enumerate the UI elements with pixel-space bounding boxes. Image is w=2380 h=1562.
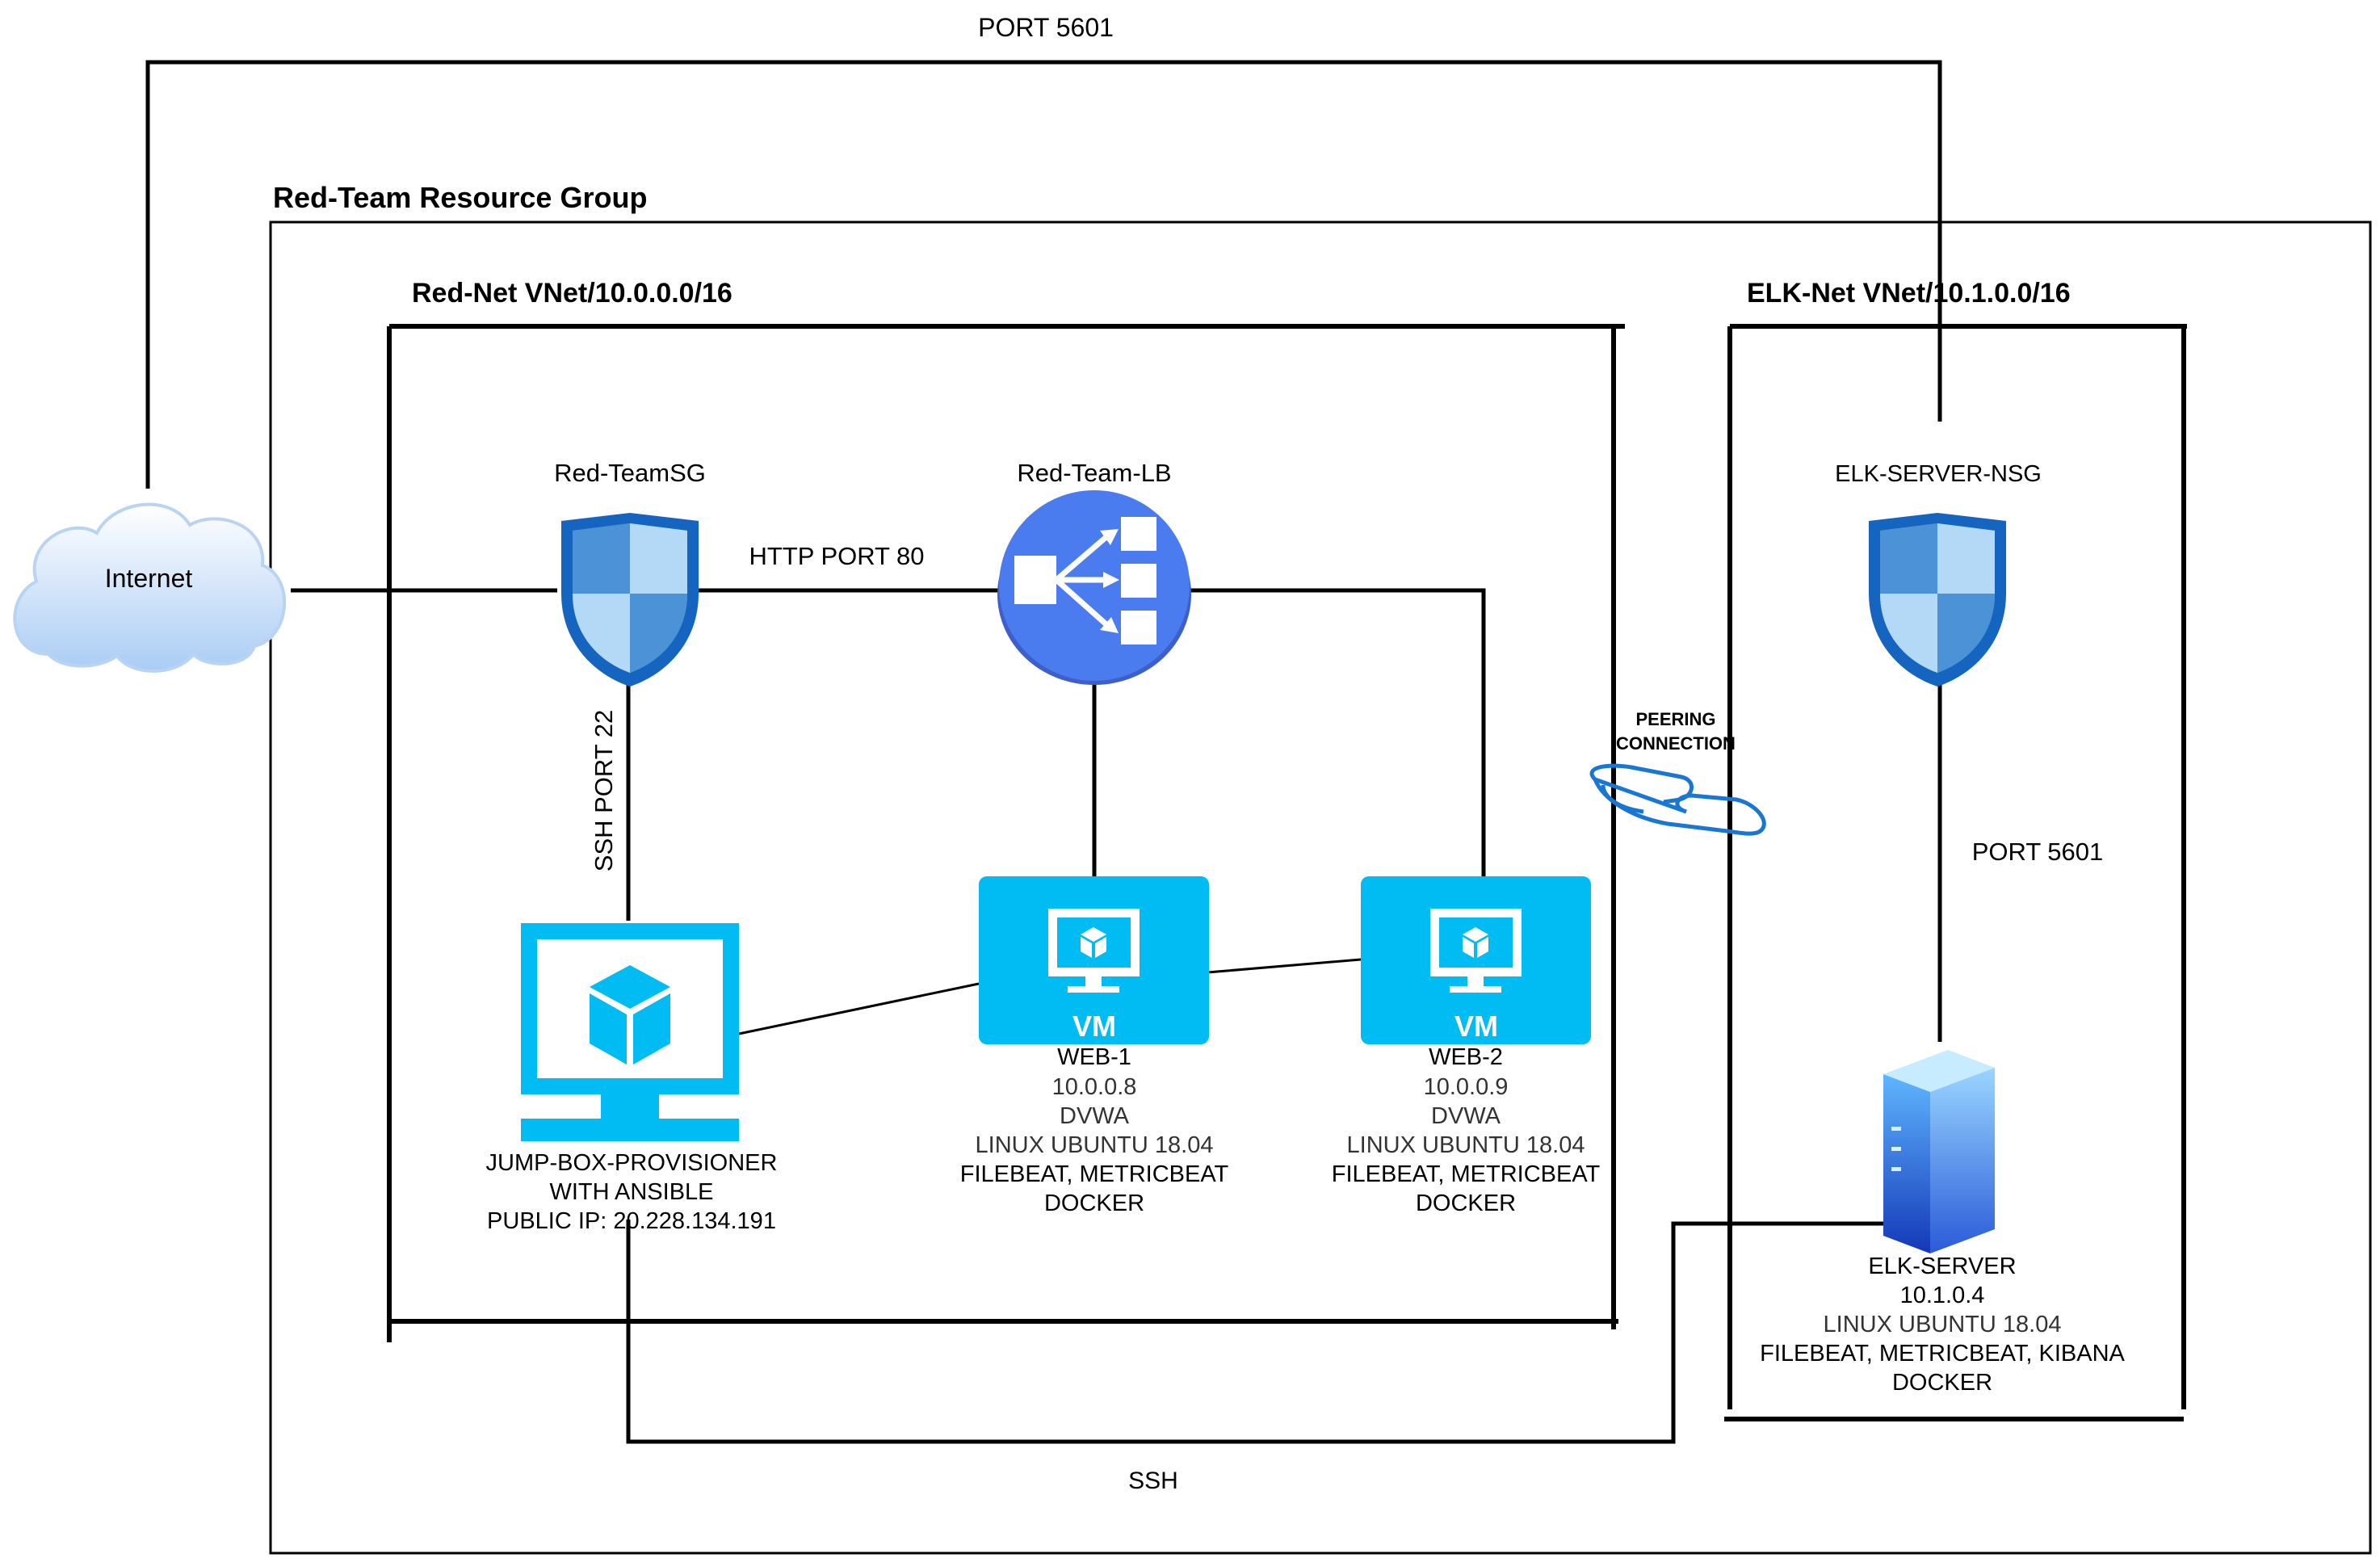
- red-team-sg-label: Red-TeamSG: [554, 459, 706, 487]
- elk-port-5601-label: PORT 5601: [1972, 838, 2104, 866]
- web2-os: LINUX UBUNTU 18.04: [1347, 1132, 1585, 1158]
- elk-os: LINUX UBUNTU 18.04: [1824, 1312, 2062, 1337]
- vm-tile-web2: VM: [1361, 876, 1591, 1044]
- monitor-vm-icon: [1048, 909, 1140, 993]
- shield-icon: [1869, 513, 2006, 687]
- web2-docker: DOCKER: [1416, 1190, 1516, 1216]
- top-port-5601-label: PORT 5601: [978, 13, 1114, 42]
- elk-net-vnet-box: [1724, 324, 2187, 1421]
- jumpbox-line3: PUBLIC IP: 20.228.134.191: [487, 1208, 776, 1234]
- web2-beats: FILEBEAT, METRICBEAT: [1332, 1161, 1601, 1187]
- web1-app: DVWA: [1060, 1103, 1130, 1129]
- web1-beats: FILEBEAT, METRICBEAT: [960, 1161, 1229, 1187]
- peering-label-1: PEERING: [1635, 709, 1715, 729]
- web2-app: DVWA: [1431, 1103, 1501, 1129]
- internet-label: Internet: [105, 564, 193, 593]
- port-5601-top-link: [145, 60, 1942, 489]
- elk-ip: 10.1.0.4: [1900, 1283, 1985, 1308]
- vm-badge-web2: VM: [1454, 1010, 1498, 1043]
- ssh-port-22-label: SSH PORT 22: [590, 710, 618, 871]
- cloud-icon: [13, 502, 287, 673]
- elk-docker: DOCKER: [1892, 1370, 1992, 1396]
- elk-net-title: ELK-Net VNet/10.1.0.0/16: [1747, 278, 2071, 309]
- web1-docker: DOCKER: [1044, 1190, 1144, 1216]
- shield-icon: [561, 513, 699, 687]
- web1-name: WEB-1: [1057, 1044, 1131, 1070]
- monitor-vm-icon: [1430, 909, 1522, 993]
- red-team-lb-label: Red-Team-LB: [1017, 459, 1171, 487]
- web1-to-web2-link: [1207, 958, 1362, 974]
- jumpbox-info: JUMP-BOX-PROVISIONER WITH ANSIBLE PUBLIC…: [486, 1150, 778, 1234]
- vm-links: [738, 958, 1362, 1035]
- web2-name: WEB-2: [1429, 1044, 1503, 1070]
- http-port-80-label: HTTP PORT 80: [749, 542, 924, 570]
- web1-ip: 10.0.0.8: [1052, 1074, 1137, 1100]
- ssh-bottom-label: SSH: [1128, 1468, 1178, 1494]
- elk-server-nsg-label: ELK-SERVER-NSG: [1835, 461, 2042, 487]
- connections: [145, 60, 1942, 1444]
- jumpbox-line2: WITH ANSIBLE: [549, 1179, 713, 1205]
- jumpbox-line1: JUMP-BOX-PROVISIONER: [486, 1150, 778, 1176]
- jumpbox-to-web1-link: [738, 982, 980, 1035]
- lb-to-web2-link: [1187, 588, 1486, 876]
- elk-stack: FILEBEAT, METRICBEAT, KIBANA: [1760, 1341, 2125, 1367]
- elk-name: ELK-SERVER: [1868, 1253, 2016, 1279]
- vm-tile-web1: VM: [979, 876, 1209, 1044]
- server-icon: [1883, 1050, 1995, 1253]
- vm-badge-web1: VM: [1072, 1010, 1116, 1043]
- web2-info: WEB-2 10.0.0.9 DVWA LINUX UBUNTU 18.04 F…: [1332, 1044, 1601, 1216]
- peering-link-icon: [1589, 763, 1766, 836]
- peering-label-2: CONNECTION: [1616, 733, 1736, 754]
- resource-group-title: Red-Team Resource Group: [273, 181, 647, 214]
- monitor-vm-icon: [521, 923, 739, 1141]
- resource-group-box: [269, 220, 2372, 1555]
- elk-server-info: ELK-SERVER 10.1.0.4 LINUX UBUNTU 18.04 F…: [1760, 1253, 2125, 1396]
- red-net-title: Red-Net VNet/10.0.0.0/16: [412, 278, 732, 309]
- web2-ip: 10.0.0.9: [1424, 1074, 1509, 1100]
- red-net-vnet-box: [387, 324, 1625, 1342]
- load-balancer-icon: [997, 490, 1191, 685]
- ssh-bottom-link: [626, 1220, 1890, 1444]
- web1-info: WEB-1 10.0.0.8 DVWA LINUX UBUNTU 18.04 F…: [960, 1044, 1229, 1216]
- web1-os: LINUX UBUNTU 18.04: [976, 1132, 1214, 1158]
